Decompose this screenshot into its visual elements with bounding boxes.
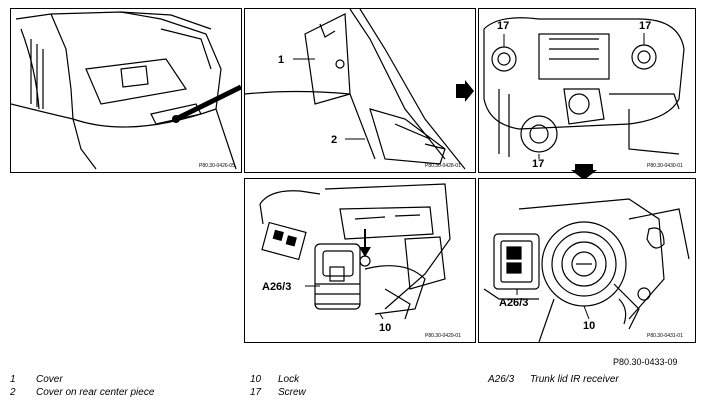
legend-item: 17 Screw bbox=[250, 386, 306, 399]
panel-code: P80.30-0430-01 bbox=[647, 163, 683, 169]
panel-code: P80.30-0426-05 bbox=[199, 163, 235, 169]
legend-num: 10 bbox=[250, 374, 262, 385]
legend-num: 17 bbox=[250, 387, 262, 398]
panel-code: P80.30-0429-01 bbox=[425, 333, 461, 339]
legend-num: 1 bbox=[10, 374, 16, 385]
panel-cover: 1 2 P80.30-0428-01 bbox=[244, 8, 476, 173]
label-1: 1 bbox=[278, 54, 284, 66]
label-10: 10 bbox=[583, 320, 595, 332]
label-10: 10 bbox=[379, 322, 391, 334]
label-17-right: 17 bbox=[639, 20, 651, 32]
legend-item: 2 Cover on rear center piece bbox=[10, 386, 154, 399]
legend-text: Trunk lid IR receiver bbox=[530, 374, 619, 385]
legend-col-2: 10 Lock 17 Screw bbox=[250, 373, 306, 399]
arrow-right-icon bbox=[456, 80, 474, 102]
lock-assembly-drawing: A26/3 10 P80.30-0431-01 bbox=[483, 198, 690, 342]
label-17-left: 17 bbox=[497, 20, 509, 32]
legend-num: A26/3 bbox=[488, 374, 515, 385]
label-a26-3: A26/3 bbox=[499, 297, 528, 309]
panel-ir-receiver: A26/3 10 P80.30-0429-01 bbox=[244, 178, 476, 343]
panel-code: P80.30-0431-01 bbox=[647, 333, 683, 339]
panel-trunk-overview: P80.30-0426-05 bbox=[10, 8, 242, 173]
legend-col-1: 1 Cover 2 Cover on rear center piece bbox=[10, 373, 154, 399]
screws-drawing: 17 17 17 P80.30-0430-01 bbox=[483, 17, 685, 170]
label-2: 2 bbox=[331, 134, 337, 146]
legend-text: Screw bbox=[278, 387, 306, 398]
legend-text: Cover bbox=[36, 374, 63, 385]
legend-item: A26/3 Trunk lid IR receiver bbox=[488, 373, 619, 386]
legend-num: 2 bbox=[10, 387, 16, 398]
cover-drawing: 1 2 P80.30-0428-01 bbox=[245, 9, 466, 170]
arrow-down-icon bbox=[571, 164, 597, 180]
label-a26-3: A26/3 bbox=[262, 281, 291, 293]
legend-item: 1 Cover bbox=[10, 373, 154, 386]
figure-code: P80.30-0433-09 bbox=[613, 357, 678, 367]
ir-receiver-drawing: A26/3 10 P80.30-0429-01 bbox=[259, 183, 461, 339]
panel-lock-assembly: A26/3 10 P80.30-0431-01 bbox=[478, 178, 696, 343]
legend-text: Lock bbox=[278, 374, 300, 385]
panel-screws: 17 17 17 P80.30-0430-01 bbox=[478, 8, 696, 173]
legend-text: Cover on rear center piece bbox=[36, 387, 155, 398]
label-17-bottom: 17 bbox=[532, 158, 544, 170]
legend-item: 10 Lock bbox=[250, 373, 306, 386]
trunk-overview-drawing: P80.30-0426-05 bbox=[11, 11, 241, 170]
legend-col-3: A26/3 Trunk lid IR receiver bbox=[488, 373, 619, 386]
panel-code: P80.30-0428-01 bbox=[425, 163, 461, 169]
